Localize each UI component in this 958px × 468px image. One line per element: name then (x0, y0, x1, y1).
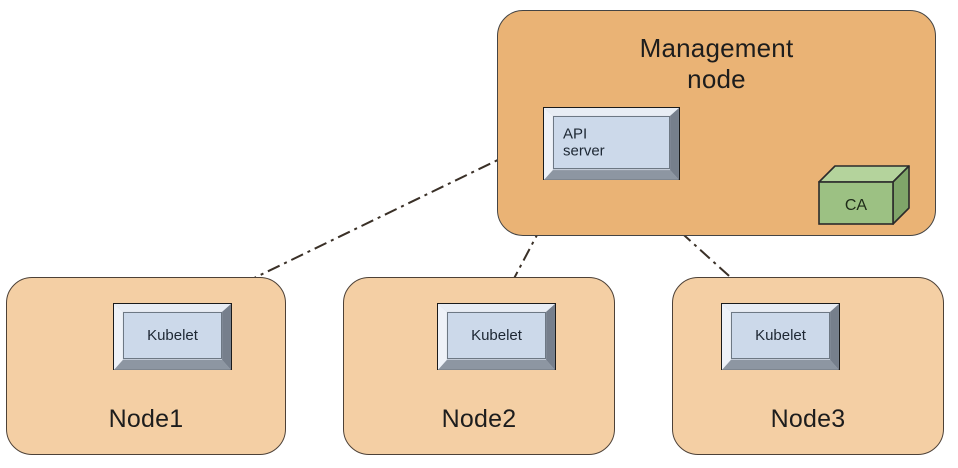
kubelet-bevel-node1 (114, 304, 231, 370)
kubelet-label-node1: Kubelet (147, 326, 198, 344)
kubelet-face-node2: Kubelet (447, 312, 546, 359)
kubelet-face-node3: Kubelet (731, 312, 830, 359)
api-server-label: API server (563, 124, 605, 160)
api-server-bevel (544, 108, 679, 180)
kubelet-box-node3[interactable]: Kubelet (721, 303, 840, 370)
node-label-node1: Node1 (108, 405, 184, 433)
kubelet-label-node2: Kubelet (471, 326, 522, 344)
kubelet-box-node1[interactable]: Kubelet (113, 303, 232, 370)
ca-cuboid-shape (818, 165, 910, 225)
kubelet-bevel-node2 (438, 304, 555, 370)
kubelet-face-node1: Kubelet (123, 312, 222, 359)
kubelet-label-node3: Kubelet (755, 326, 806, 344)
node-label-node2: Node2 (441, 405, 517, 433)
api-server-face: API server (553, 116, 670, 169)
ca-box[interactable]: CA (818, 164, 910, 226)
node-label-node3: Node3 (770, 405, 846, 433)
api-server-box[interactable]: API server (543, 107, 680, 180)
kubelet-box-node2[interactable]: Kubelet (437, 303, 556, 370)
ca-label: CA (844, 197, 868, 214)
kubelet-bevel-node3 (722, 304, 839, 370)
management-node-title: Management node (639, 33, 794, 94)
